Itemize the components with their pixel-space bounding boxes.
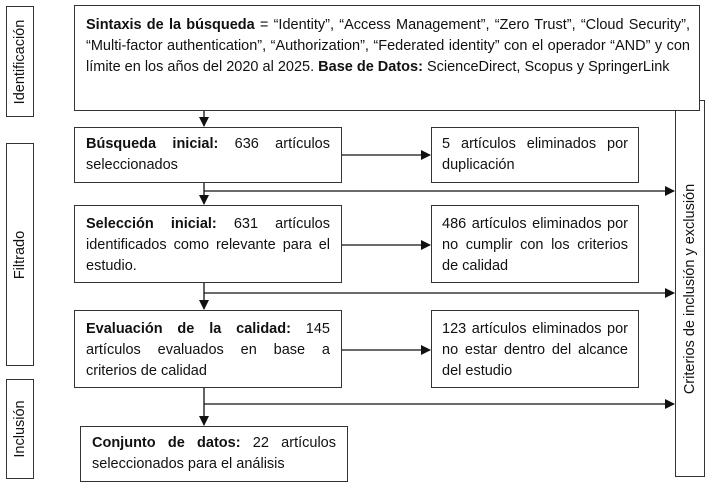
search-syntax-heading: Sintaxis de la búsqueda xyxy=(86,17,255,33)
initial-search-box xyxy=(74,127,342,183)
initial-selection-count: 631 artículos identificados como relevan… xyxy=(86,216,330,274)
quality-eval-box xyxy=(74,310,342,388)
duplicates-box xyxy=(431,127,639,183)
initial-search-count: 636 artículos seleccionados xyxy=(86,136,330,173)
dataset-heading: Conjunto de datos: xyxy=(92,435,241,451)
dataset-box xyxy=(80,426,348,482)
initial-search-text: Búsqueda inicial: 636 artículos seleccio… xyxy=(86,134,330,176)
initial-selection-text: Selección inicial: 631 artículos identif… xyxy=(86,214,330,277)
quality-eval-text: Evaluación de la calidad: 145 artículos … xyxy=(86,319,330,382)
search-syntax-box xyxy=(74,5,700,111)
quality-removed-text: 486 artículos eliminados por no cumplir … xyxy=(442,216,628,274)
initial-selection-heading: Selección inicial: xyxy=(86,216,217,232)
phase-identificacion: Identificación xyxy=(6,6,34,117)
dataset-count: 22 artículos seleccionados para el análi… xyxy=(92,435,336,472)
scope-removed-text: 123 artículos eliminados por no estar de… xyxy=(442,321,628,379)
quality-removed-box xyxy=(431,205,639,283)
duplicates-text: 5 artículos eliminados por duplicación xyxy=(442,136,628,173)
search-syntax-text: Sintaxis de la búsqueda = “Identity”, “A… xyxy=(86,15,690,78)
search-syntax-terms: = “Identity”, “Access Management”, “Zero… xyxy=(86,17,690,75)
phase-inclusion: Inclusión xyxy=(6,379,34,479)
initial-selection-box xyxy=(74,205,342,283)
database-heading: Base de Datos: xyxy=(318,59,423,75)
initial-search-heading: Búsqueda inicial: xyxy=(86,136,219,152)
scope-removed-box xyxy=(431,310,639,388)
database-list: ScienceDirect, Scopus y SpringerLink xyxy=(422,59,670,75)
phase-filtrado: Filtrado xyxy=(6,143,34,366)
dataset-text: Conjunto de datos: 22 artículos seleccio… xyxy=(92,433,336,475)
quality-eval-heading: Evaluación de la calidad: xyxy=(86,321,291,337)
quality-eval-count: 145 artículos evaluados en base a criter… xyxy=(86,321,330,379)
